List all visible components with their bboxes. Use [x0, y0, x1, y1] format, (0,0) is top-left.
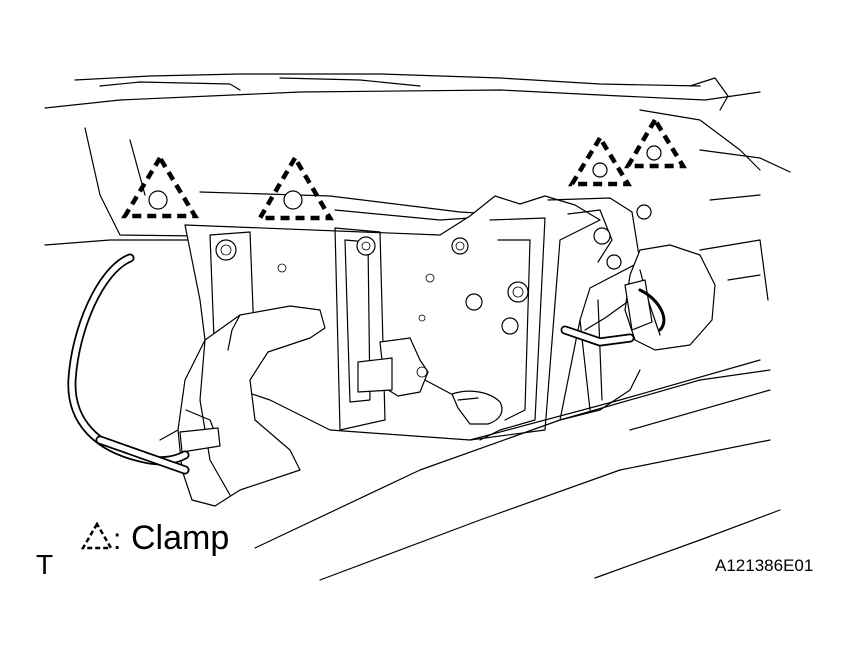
left-wire-harness — [67, 253, 190, 475]
clamp-marker — [624, 115, 688, 169]
hole — [277, 263, 435, 322]
mounting-bolts — [215, 204, 652, 335]
legend-separator: : — [113, 523, 121, 556]
bolt — [215, 239, 237, 261]
view-marker: T — [36, 549, 53, 580]
clamp-marker — [121, 153, 199, 219]
left-horn — [159, 305, 326, 507]
bolt — [636, 204, 652, 220]
figure-code: A121386E01 — [715, 556, 813, 575]
clamp-marker — [567, 133, 633, 187]
bolt — [606, 254, 622, 270]
bolt — [465, 293, 483, 311]
bolt — [451, 237, 469, 255]
dashed-triangle-clamp-icon — [80, 521, 114, 550]
clamp-marker — [256, 153, 334, 221]
bumper-outline — [254, 194, 781, 581]
radiator-support-panel — [184, 195, 761, 441]
legend-label-clamp: Clamp — [131, 519, 229, 557]
bolt — [501, 317, 519, 335]
hand-icon — [451, 390, 503, 425]
horn-connector — [357, 337, 456, 397]
bolt — [593, 227, 611, 245]
bolt — [507, 281, 529, 303]
bolt — [356, 236, 376, 256]
legend: : Clamp — [80, 519, 229, 557]
right-wire-harness — [560, 288, 666, 347]
